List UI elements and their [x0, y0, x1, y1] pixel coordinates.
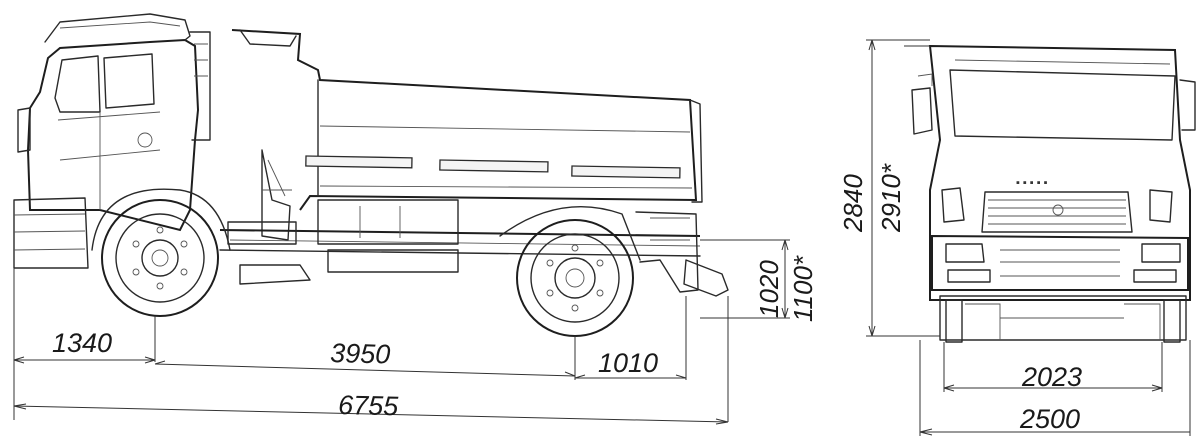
dim-rear-overhang: 1010	[598, 348, 658, 378]
dim-overall-length: 6755	[338, 390, 400, 421]
dim-cab-height: 2840	[838, 174, 868, 233]
dim-wheelbase: 3950	[330, 338, 391, 370]
front-dimension-lines	[866, 39, 1191, 436]
side-dimension-lines	[13, 239, 790, 425]
dim-track-width: 2023	[1021, 362, 1082, 392]
dim-cab-height-alt: 2910*	[876, 163, 906, 233]
grille-badge: ▪▪▪▪▪	[1016, 177, 1051, 189]
wheel-icon	[101, 199, 219, 317]
dim-platform-height-alt: 1100*	[788, 255, 818, 322]
truck-side-view	[13, 13, 729, 297]
dim-overall-width: 2500	[1019, 404, 1080, 434]
wheel-icon	[516, 219, 634, 337]
dim-front-overhang: 1340	[52, 328, 112, 358]
dim-platform-height: 1020	[754, 260, 784, 318]
truck-front-view: ▪▪▪▪▪	[911, 44, 1196, 343]
